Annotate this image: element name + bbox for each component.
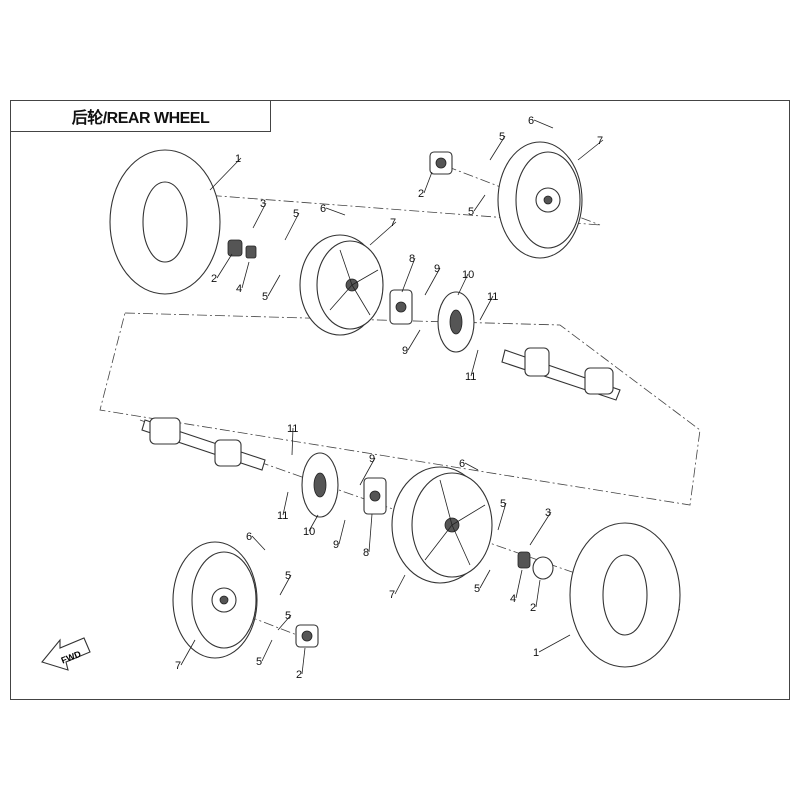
callout-leader-line bbox=[216, 253, 233, 279]
callout-number-7: 7 bbox=[389, 589, 395, 601]
alloy-rim-top bbox=[299, 234, 384, 336]
callout-number-11: 11 bbox=[277, 510, 288, 522]
callout-number-3: 3 bbox=[545, 507, 551, 519]
callout-number-5: 5 bbox=[285, 570, 291, 582]
callout-leader-line bbox=[301, 647, 306, 675]
callout-leader-line bbox=[473, 194, 486, 212]
callout-number-9: 9 bbox=[402, 345, 408, 357]
hub-top bbox=[389, 289, 413, 325]
callout-leader-line bbox=[577, 139, 604, 161]
callout-leader-line bbox=[533, 119, 554, 129]
callout-number-5: 5 bbox=[285, 610, 291, 622]
callout-leader-line bbox=[359, 457, 376, 486]
callout-number-6: 6 bbox=[246, 531, 252, 543]
axle-boundary-outline bbox=[99, 312, 701, 506]
callout-number-8: 8 bbox=[409, 253, 415, 265]
tire-rear-right bbox=[569, 522, 681, 668]
callout-leader-line bbox=[284, 212, 300, 241]
drive-shaft-top bbox=[501, 347, 621, 401]
callout-number-6: 6 bbox=[320, 203, 326, 215]
callout-leader-line bbox=[401, 257, 416, 293]
tire-rear-left bbox=[109, 149, 221, 295]
callout-number-1: 1 bbox=[235, 153, 241, 165]
callout-number-7: 7 bbox=[175, 660, 181, 672]
callout-leader-line bbox=[538, 634, 571, 653]
drive-shaft-bottom bbox=[141, 417, 266, 471]
callout-labels: 1 3 2 4 5 5 6 7 8 9 10 9 11 11 6 7 5 5 2 11 11 10 9 9 8 6 7 3 5 5 4 2 1 6… bbox=[175, 115, 604, 681]
callout-leader-line bbox=[464, 462, 479, 471]
hub-bottom bbox=[363, 477, 387, 515]
callout-number-11: 11 bbox=[465, 371, 476, 383]
callout-leader-line bbox=[457, 273, 469, 296]
steel-rim-top-right bbox=[497, 141, 583, 259]
callout-leader-line bbox=[497, 502, 507, 531]
callout-leader-line bbox=[282, 491, 289, 516]
callout-leader-line bbox=[424, 267, 441, 296]
callout-number-2: 2 bbox=[296, 669, 302, 681]
callout-number-11: 11 bbox=[287, 423, 298, 435]
callout-number-4: 4 bbox=[236, 283, 242, 295]
callout-leader-line bbox=[252, 202, 267, 229]
callout-number-2: 2 bbox=[211, 273, 217, 285]
callout-number-7: 7 bbox=[597, 135, 603, 147]
callout-number-10: 10 bbox=[462, 269, 474, 281]
callout-number-5: 5 bbox=[474, 583, 480, 595]
callout-number-11: 11 bbox=[487, 291, 498, 303]
callout-leader-line bbox=[261, 639, 273, 662]
callout-leader-line bbox=[535, 579, 541, 608]
callout-leader-line bbox=[470, 349, 479, 377]
callout-number-9: 9 bbox=[434, 263, 440, 275]
callout-number-5: 5 bbox=[500, 498, 506, 510]
callout-number-5: 5 bbox=[499, 131, 505, 143]
callout-number-5: 5 bbox=[262, 291, 268, 303]
callout-number-3: 3 bbox=[260, 198, 266, 210]
callout-leader-line bbox=[241, 261, 250, 289]
hub-cap-top-right bbox=[429, 151, 453, 175]
callout-number-5: 5 bbox=[468, 206, 474, 218]
callout-leader-line bbox=[407, 329, 421, 351]
brake-disc-bottom bbox=[301, 452, 339, 518]
callout-number-5: 5 bbox=[256, 656, 262, 668]
callout-leader-line bbox=[325, 207, 346, 216]
callout-leader-line bbox=[368, 513, 373, 553]
hub-cap-bottom-left bbox=[295, 624, 319, 648]
callout-leader-line bbox=[338, 519, 346, 545]
callout-leader-line bbox=[180, 639, 196, 666]
callout-leader-line bbox=[209, 157, 242, 191]
callout-leader-line bbox=[291, 427, 294, 456]
callout-number-9: 9 bbox=[369, 453, 375, 465]
alloy-rim-bottom bbox=[391, 466, 493, 584]
callout-leader-line bbox=[277, 614, 292, 631]
callout-number-1: 1 bbox=[533, 647, 539, 659]
hub-nut-top bbox=[227, 239, 257, 259]
callout-leader-line bbox=[369, 221, 397, 246]
fwd-arrow-icon: FWD bbox=[41, 637, 91, 671]
callout-number-2: 2 bbox=[418, 188, 424, 200]
callout-leader-line bbox=[423, 171, 433, 194]
steel-rim-bottom-left bbox=[172, 541, 258, 659]
callout-number-2: 2 bbox=[530, 602, 536, 614]
callout-leader-line bbox=[267, 274, 281, 297]
callout-leader-line bbox=[529, 511, 552, 546]
callout-leader-line bbox=[515, 569, 523, 599]
callout-number-8: 8 bbox=[363, 547, 369, 559]
callout-number-6: 6 bbox=[528, 115, 534, 127]
callout-number-7: 7 bbox=[390, 217, 396, 229]
callout-number-5: 5 bbox=[293, 208, 299, 220]
callout-leader-line bbox=[251, 535, 266, 551]
callout-leader-line bbox=[279, 574, 292, 596]
diagram-frame bbox=[10, 100, 790, 700]
callout-number-9: 9 bbox=[333, 539, 339, 551]
callout-number-6: 6 bbox=[459, 458, 465, 470]
callout-leader-line bbox=[479, 295, 494, 321]
callout-number-4: 4 bbox=[510, 593, 516, 605]
brake-disc-top bbox=[437, 291, 475, 353]
page-title: 后轮/REAR WHEEL bbox=[10, 100, 271, 132]
callout-leader-line bbox=[308, 514, 319, 532]
callout-leader-line bbox=[489, 135, 506, 161]
hub-nut-bottom bbox=[517, 551, 554, 580]
callout-leader-line bbox=[479, 569, 491, 589]
callout-leader-line bbox=[394, 574, 406, 595]
callout-number-10: 10 bbox=[303, 526, 315, 538]
